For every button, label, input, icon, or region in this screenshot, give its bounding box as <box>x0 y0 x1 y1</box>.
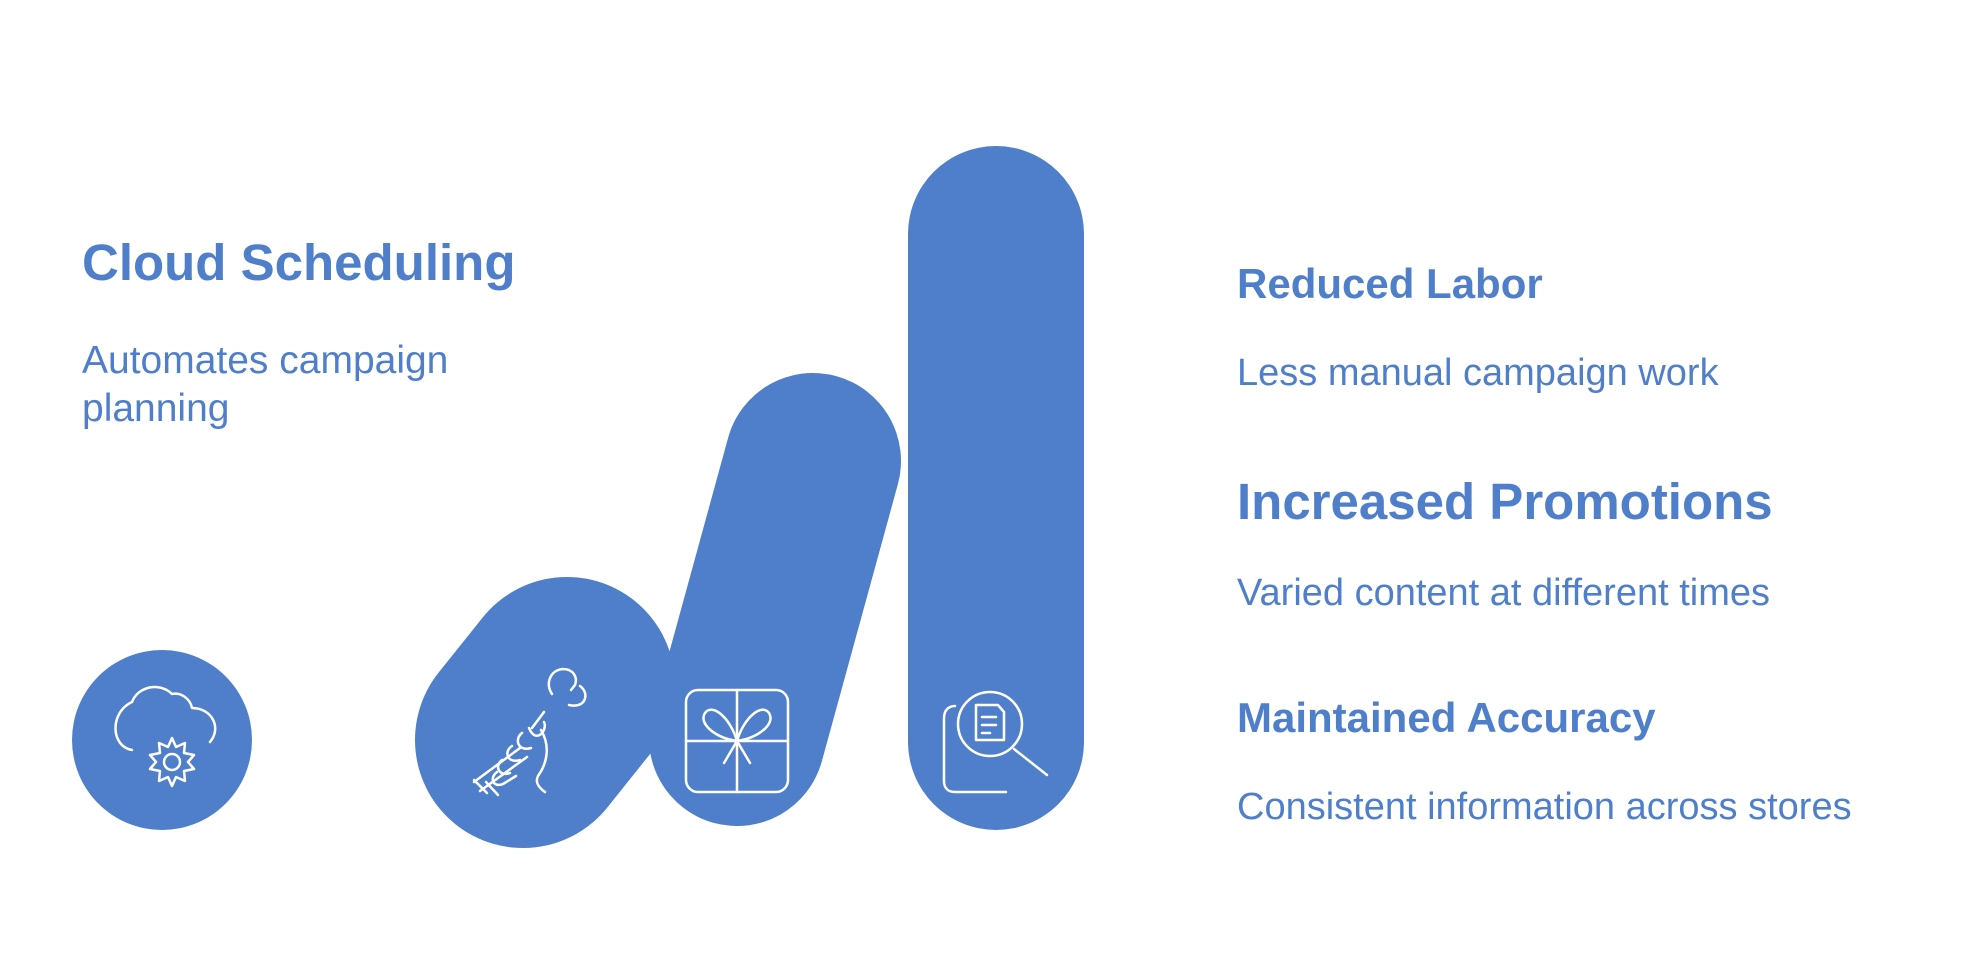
document-search-icon <box>942 690 1049 794</box>
reduced-labor-description: Less manual campaign work <box>1237 352 1719 394</box>
hand-wrench-icon <box>472 667 587 797</box>
cloud-gear-icon <box>114 685 217 788</box>
cloud-scheduling-description: Automates campaign planning <box>82 339 449 430</box>
increased-promotions-description: Varied content at different times <box>1237 572 1771 614</box>
cloud-gear-pill <box>72 650 252 830</box>
gift-pill <box>649 373 901 826</box>
maintained-accuracy-title: Maintained Accuracy <box>1237 694 1656 741</box>
reduced-labor-title: Reduced Labor <box>1237 260 1543 307</box>
maintained-accuracy-description: Consistent information across stores <box>1237 786 1852 828</box>
document-search-pill <box>908 146 1084 830</box>
increased-promotions-title: Increased Promotions <box>1237 473 1773 530</box>
gift-box-icon <box>684 688 790 794</box>
cloud-scheduling-title: Cloud Scheduling <box>82 234 516 291</box>
